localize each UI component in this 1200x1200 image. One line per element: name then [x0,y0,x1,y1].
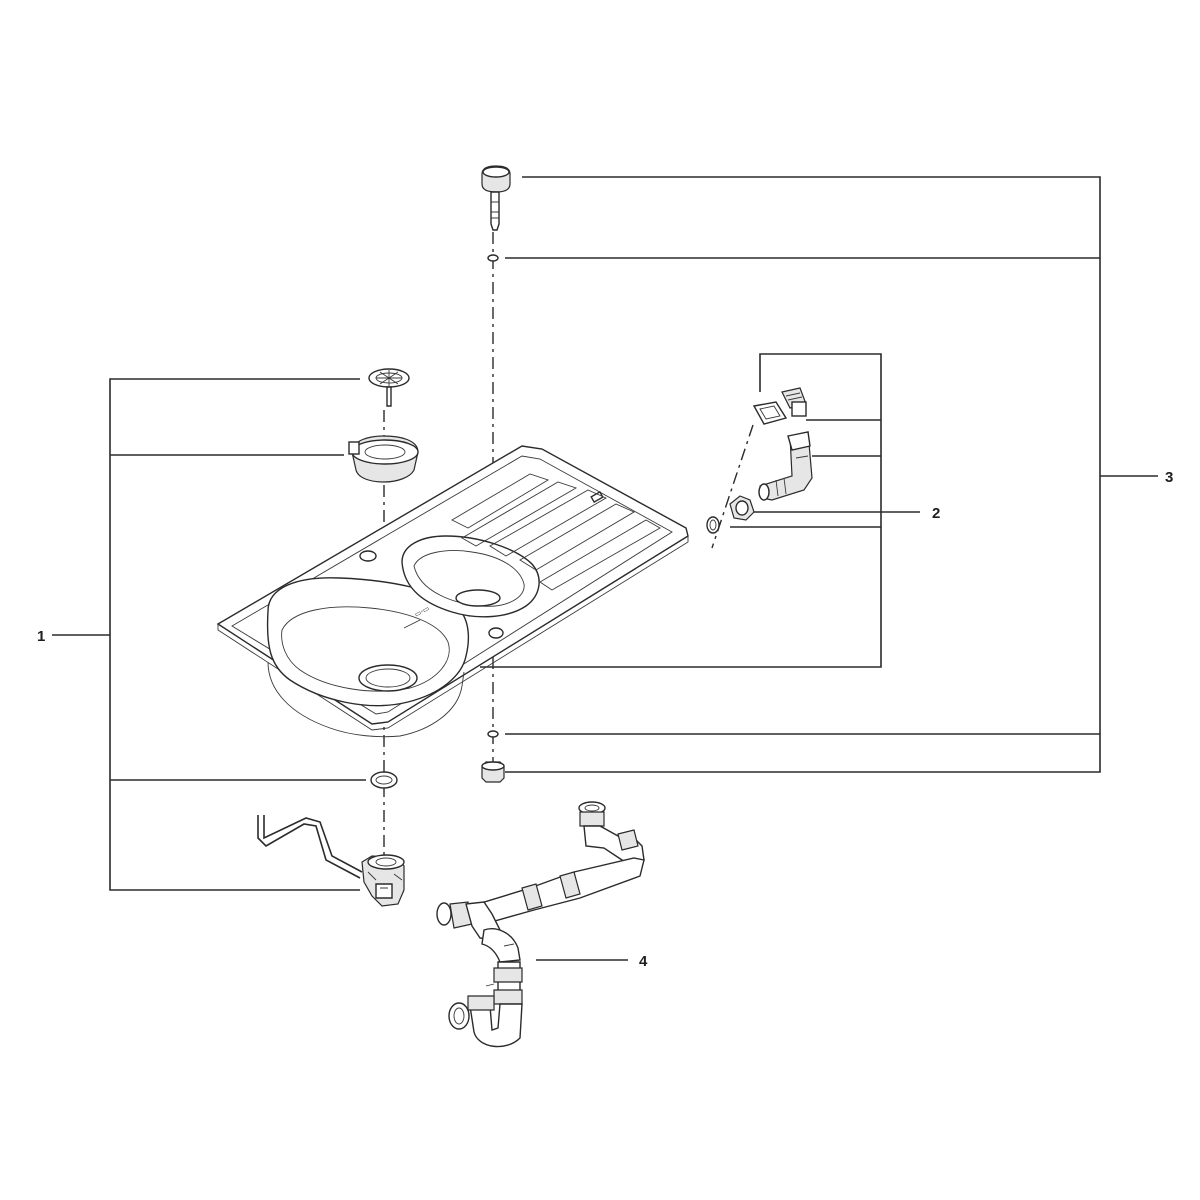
drain-valve-detail [367,871,403,889]
knob-washer-top [487,254,499,262]
overflow-elbow-top [787,431,811,451]
drainer-groove-1 [451,473,550,529]
trap-bottom-nut [467,995,495,1011]
overflow-ring-inner [709,519,717,531]
sink-rim-edge [217,536,689,731]
strainer-body-inner [364,444,406,460]
bracket-group-2 [480,353,882,668]
callout-number-2: 2 [932,505,940,522]
bracket-group-1 [52,378,366,891]
small-bowl-drain-hole [455,589,501,607]
popup-knob-shaft-ribs [491,201,499,219]
overflow-grille-back [791,401,807,417]
drain-valve-top [367,854,405,870]
drainer-groove-4 [519,503,635,571]
tap-hole [359,550,377,562]
trap-outlet-inner [453,1007,465,1025]
drainer-groove-5 [539,519,661,591]
callout-number-1: 1 [37,628,45,645]
overflow-cover-plate-inner [759,405,781,420]
group-3-parts [481,165,511,783]
callout-leaders [52,176,1158,961]
drain-valve-inner [375,857,397,867]
strainer-body-top [351,439,419,465]
overflow-nut-hole [735,500,749,516]
overflow-slot [590,490,604,504]
popup-knob-top [482,166,510,178]
overflow-hole [488,627,504,639]
group-1-parts [257,368,419,907]
overflow-ring [706,516,720,534]
callout-number-4: 4 [639,953,648,970]
large-bowl-drain-ring [365,668,411,688]
trap-vertical-coupling-2 [493,989,523,1005]
drainer-groove-3 [489,489,607,557]
strainer-plug-stem [386,386,392,407]
popup-cable [257,815,361,879]
trap-vertical-coupling [493,967,523,983]
large-bowl-bottom [281,606,450,692]
knob-washer-bottom [487,730,499,738]
trap-elbow [481,928,521,963]
trap-detail [485,943,515,987]
drainer-groove-2 [461,481,578,547]
overflow-elbow-outlet [758,483,770,501]
seal-ring-inner [375,775,393,785]
popup-cable-2 [263,815,363,873]
seal-ring [370,771,398,789]
sink-body: ▭◦▭ [216,445,689,738]
large-bowl-wall [267,661,465,738]
knob-nut-top [481,761,505,771]
overflow-cover-plate [752,401,788,425]
strainer-plug-ribs [376,370,402,386]
trap-upper-coupling [617,829,639,851]
trap-top-nut [579,811,605,827]
sink-rim-inner [231,455,673,715]
strainer-tab [348,441,360,455]
small-bowl-rim [401,535,540,618]
trap-long-pipe [473,857,645,925]
overflow-elbow-ribs [775,455,809,497]
trap-outlet [448,1002,470,1030]
trap-left-inlet [436,902,452,926]
small-bowl-bottom [413,550,525,607]
trap-long-coupling-1 [559,871,581,899]
trap-bottom-u [469,1003,523,1048]
bracket-group-3 [505,176,1158,773]
group-4-parts [436,801,645,1048]
drain-valve-nut [375,883,393,899]
overflow-grille-slots [785,392,803,401]
popup-knob-shaft [490,191,500,231]
trap-top-connector-inner [584,804,600,812]
callout-number-3: 3 [1165,469,1173,486]
bowl-marking-arrow [403,619,421,629]
trap-long-coupling-2 [521,883,543,911]
group-2-parts [706,387,813,534]
